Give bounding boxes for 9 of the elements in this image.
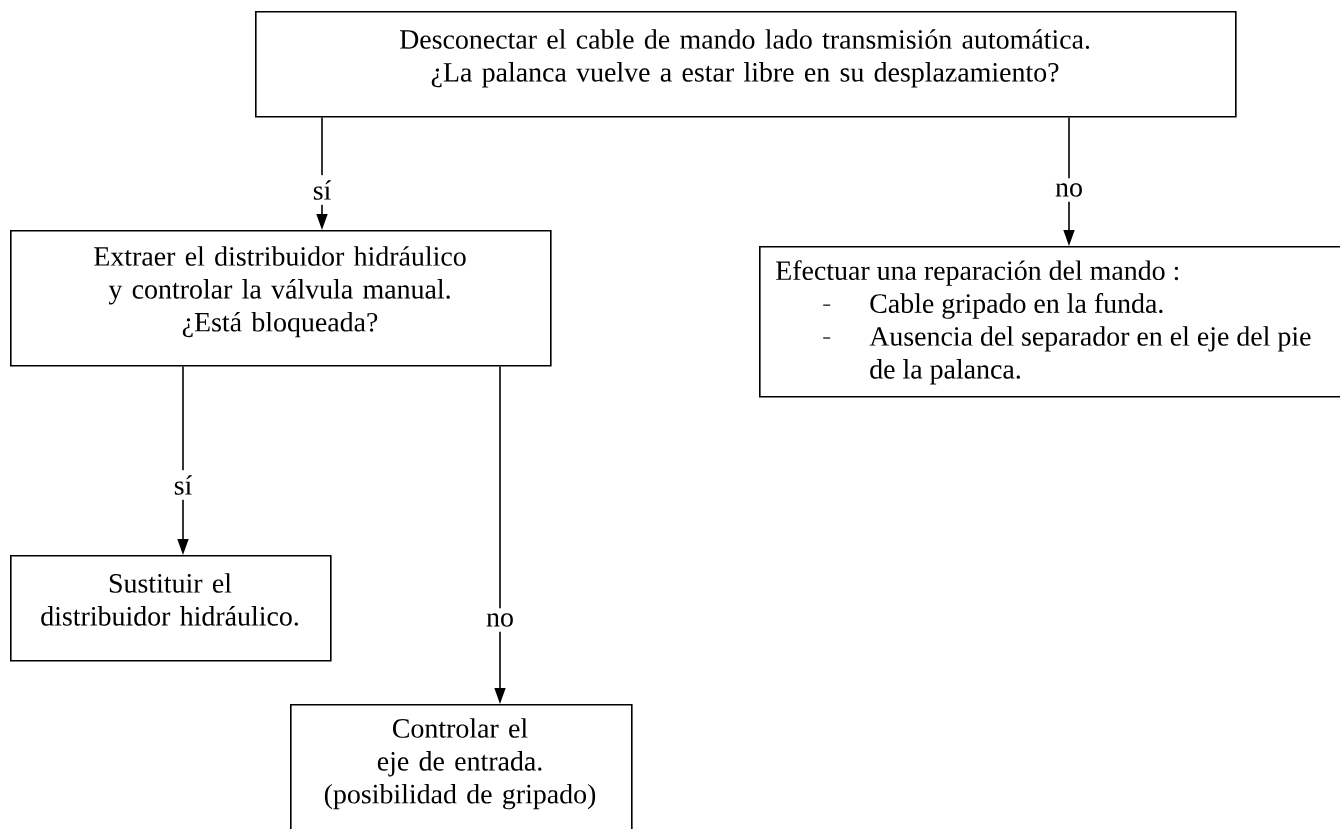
edge-label: sí — [307, 175, 337, 205]
process-box: Controlar el eje de entrada. (posibilidad de gripado) — [290, 704, 633, 829]
process-box: Sustituir el distribuidor hidráulico. — [10, 555, 332, 662]
edge-label: no — [1050, 178, 1088, 202]
process-box: Desconectar el cable de mando lado transmisión automática. ¿La palanca vuelve a estar libre en su desplazamiento? — [255, 11, 1237, 118]
process-box: Extraer el distribuidor hidráulico y controlar la válvula manual. ¿Está bloqueada? — [10, 230, 552, 367]
process-box: Efectuar una reparación del mando : Cable gripado en la funda. Ausencia del separador en el eje del pie de la palanca. — [759, 246, 1340, 398]
edge-label: no — [481, 608, 519, 632]
edge-label: sí — [168, 470, 198, 500]
